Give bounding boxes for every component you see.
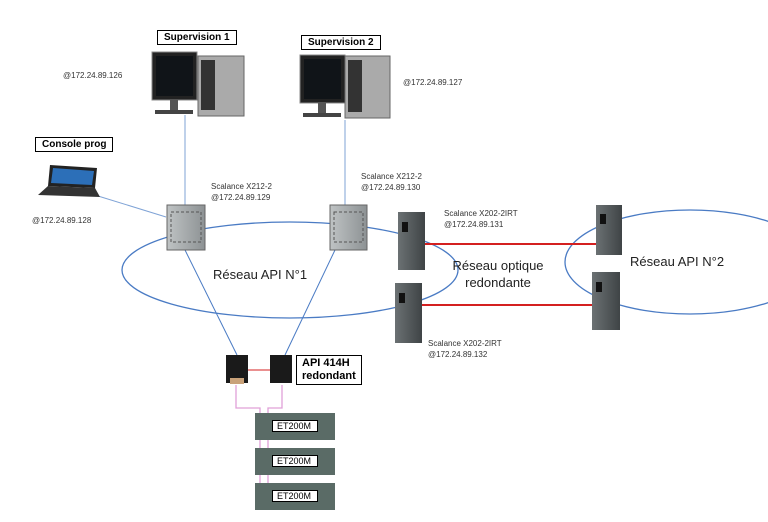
switch4-label: Scalance X202-2IRT @172.24.89.132: [428, 338, 502, 360]
switch2-name: Scalance X212-2: [361, 172, 422, 181]
laptop-icon: [38, 165, 100, 197]
console-ip: @172.24.89.128: [32, 216, 92, 225]
supervision2-ip: @172.24.89.127: [403, 78, 463, 87]
plc-label-line1: API 414H: [302, 357, 350, 369]
switch4-ip: @172.24.89.132: [428, 350, 488, 359]
optical-network-label: Réseau optique redondante: [446, 257, 550, 291]
plc-icon: [226, 355, 248, 384]
console-label: Console prog: [35, 137, 114, 152]
switch2-label: Scalance X212-2 @172.24.89.130: [361, 171, 422, 193]
switch3-name: Scalance X202-2IRT: [444, 209, 518, 218]
supervision1-ip: @172.24.89.126: [63, 71, 123, 80]
switch-icon: [395, 283, 422, 343]
switch3-ip: @172.24.89.131: [444, 220, 504, 229]
ring-network-2: [564, 209, 768, 315]
switch1-ip: @172.24.89.129: [211, 193, 271, 202]
switch-icon: [592, 272, 620, 330]
switch-icon: [329, 204, 368, 251]
ring2-label: Réseau API N°2: [630, 254, 725, 269]
switch-icon: [596, 205, 622, 255]
switch3-label: Scalance X202-2IRT @172.24.89.131: [444, 208, 518, 230]
switch2-ip: @172.24.89.130: [361, 183, 421, 192]
plc-label-line2: redondant: [302, 370, 356, 382]
desktop-computer-icon: [151, 51, 245, 117]
switch4-name: Scalance X202-2IRT: [428, 339, 502, 348]
ring1-label: Réseau API N°1: [213, 267, 308, 282]
supervision2-label: Supervision 2: [301, 35, 381, 50]
switch1-label: Scalance X212-2 @172.24.89.129: [211, 181, 272, 203]
ring-network-1: [121, 221, 459, 319]
switch-icon: [166, 204, 206, 251]
link-plc2: [284, 249, 336, 356]
io-label-3: ET200M: [272, 490, 318, 502]
io-label-1: ET200M: [272, 420, 318, 432]
link-plc1: [184, 249, 238, 356]
desktop-computer-icon: [299, 54, 391, 119]
switch-icon: [398, 212, 425, 270]
optical-line1: Réseau optique: [452, 258, 544, 273]
plc-icon: [270, 355, 292, 383]
supervision1-label: Supervision 1: [157, 30, 237, 45]
io-label-2: ET200M: [272, 455, 318, 467]
optical-line2: redondante: [465, 275, 531, 290]
link-console: [97, 195, 167, 218]
switch1-name: Scalance X212-2: [211, 182, 272, 191]
